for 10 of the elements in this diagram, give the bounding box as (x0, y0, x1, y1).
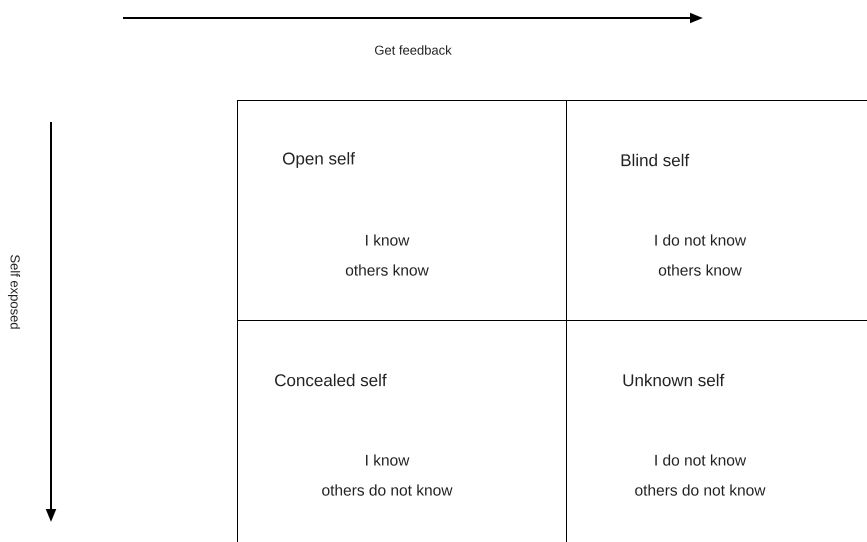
cell-heading: Unknown self (624, 374, 724, 386)
cell-heading: Open self (283, 152, 355, 168)
cell-text: I do not know others do not know (635, 454, 766, 496)
axis-label: Get feedback (375, 45, 452, 55)
cell-heading: Blind self (622, 154, 690, 166)
cell-text: I know others know (346, 234, 429, 276)
axis-label: Self exposed (8, 255, 20, 329)
cell-text: I know others do not know (322, 454, 452, 496)
cell-heading: Concealed self (275, 374, 387, 386)
cell-text: I do not know others know (655, 234, 746, 276)
